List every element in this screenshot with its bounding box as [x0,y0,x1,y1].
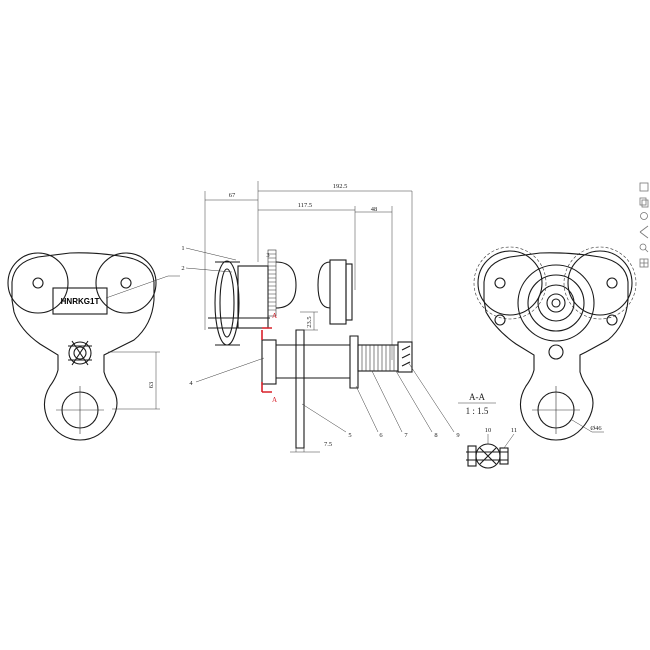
dim-117-5: 117.5 [298,202,312,209]
callout-2: 2 [181,265,184,272]
model-label: HNRKG1T [61,297,100,306]
side-view: 192.5 67 117.5 48 23.5 7.5 [185,181,455,453]
dim-67: 67 [229,192,236,199]
dim-dia-46: Ø46 [590,425,602,432]
callout-numbers: 1 2 3 4 5 6 7 8 9 10 11 [181,245,517,439]
section-scale: 1 : 1.5 [466,406,489,416]
section-detail: A-A 1 : 1.5 [458,392,515,469]
dim-23-5: 23.5 [306,316,313,327]
callout-4: 4 [189,380,193,387]
callout-9: 9 [456,432,459,439]
dim-192-5: 192.5 [333,183,348,190]
dim-7-5: 7.5 [324,441,332,448]
dim-48: 48 [371,206,378,213]
zoom-icon[interactable] [639,243,649,253]
section-marker-bottom: A [272,396,277,404]
callout-5: 5 [348,432,351,439]
callout-6: 6 [379,432,383,439]
side-toolbar[interactable] [639,182,649,268]
callout-1: 1 [181,245,184,252]
callout-10: 10 [485,427,492,434]
section-title: A-A [469,392,485,402]
section-marker-top: A [272,312,277,320]
copy-icon[interactable] [639,197,649,208]
callout-3: 3 [266,252,269,259]
expand-icon[interactable] [639,182,649,192]
settings-icon[interactable] [640,212,648,220]
share-icon[interactable] [639,225,649,239]
dim-63: 63 [148,382,155,389]
callout-7: 7 [404,432,408,439]
grid-icon[interactable] [639,258,649,268]
callout-11: 11 [511,427,517,434]
front-view: HNRKG1T 63 [7,252,180,441]
rear-view: Ø46 [473,246,637,441]
callout-8: 8 [434,432,437,439]
